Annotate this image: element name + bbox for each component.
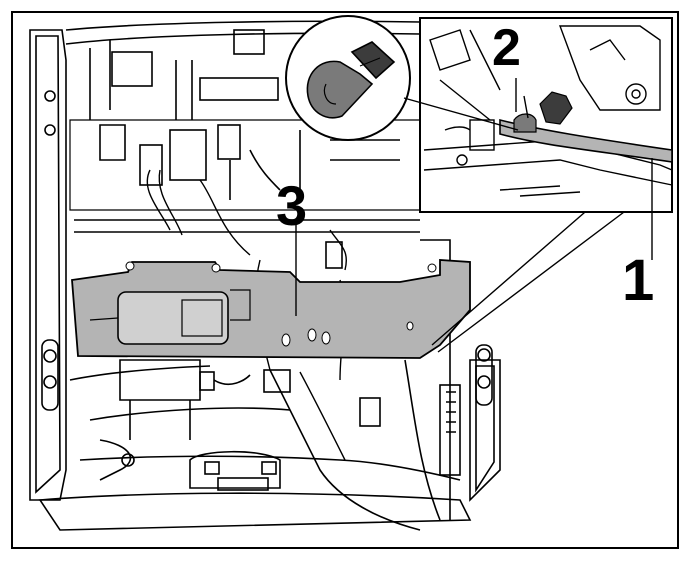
cable-tie-icon <box>306 41 396 119</box>
wire-harness-clamp-icon <box>513 113 537 133</box>
figure-border <box>11 11 679 549</box>
callout-number-3: 3 <box>276 174 308 237</box>
leader-line-detail <box>431 205 633 353</box>
callout-number-2: 2 <box>492 19 521 77</box>
detail-inset <box>419 17 673 260</box>
highlighted-bracket <box>71 259 471 359</box>
callout-number-1: 1 <box>622 248 655 313</box>
cable-tie-callout <box>285 15 519 141</box>
